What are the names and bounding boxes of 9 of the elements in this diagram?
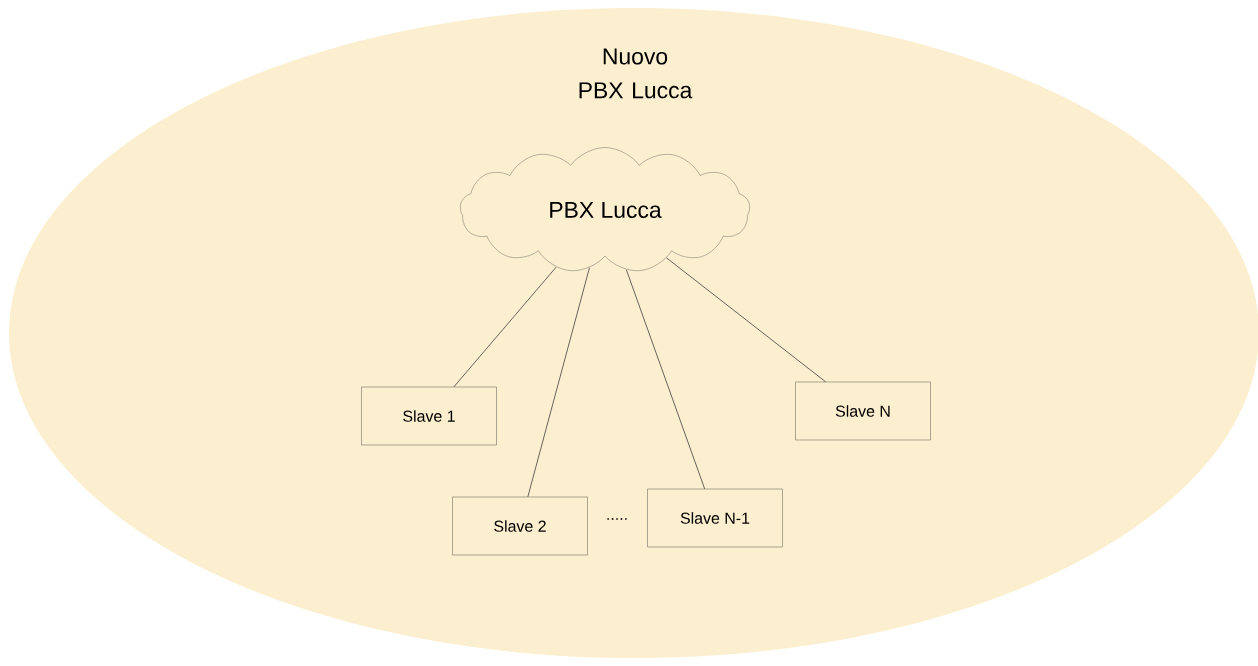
slave-box: Slave N	[795, 381, 931, 441]
ellipsis-dots: .....	[607, 518, 627, 520]
connector-line	[666, 257, 826, 383]
slave-box: Slave 1	[361, 386, 497, 446]
slave-box: Slave 2	[452, 496, 588, 556]
connector-line	[527, 267, 590, 498]
connector-line	[453, 266, 557, 388]
slave-box: Slave N-1	[647, 488, 783, 548]
connector-line	[625, 269, 706, 490]
